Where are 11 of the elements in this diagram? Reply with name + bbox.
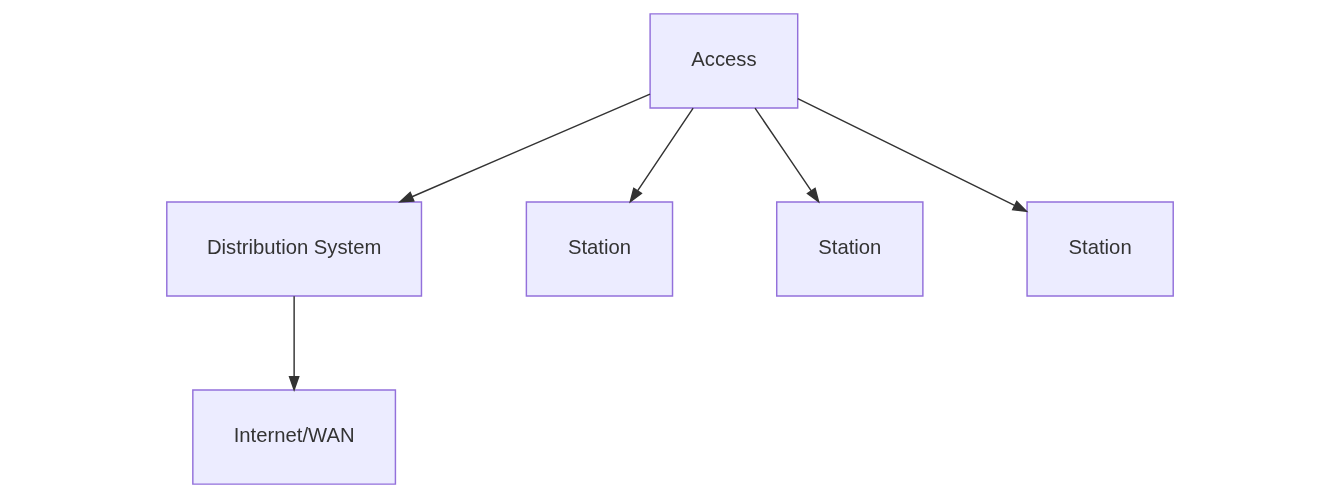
node-box: Station xyxy=(525,201,674,297)
node-box: Station xyxy=(1026,201,1174,297)
node-box: Station xyxy=(776,201,924,297)
node-box: Distribution System xyxy=(166,201,423,297)
arrow xyxy=(288,295,300,392)
arrow xyxy=(629,107,694,204)
arrow xyxy=(797,98,1029,213)
node-box: Access xyxy=(649,13,799,109)
arrow xyxy=(754,107,820,204)
node-box: Internet/WAN xyxy=(192,389,397,485)
arrow xyxy=(398,93,651,203)
